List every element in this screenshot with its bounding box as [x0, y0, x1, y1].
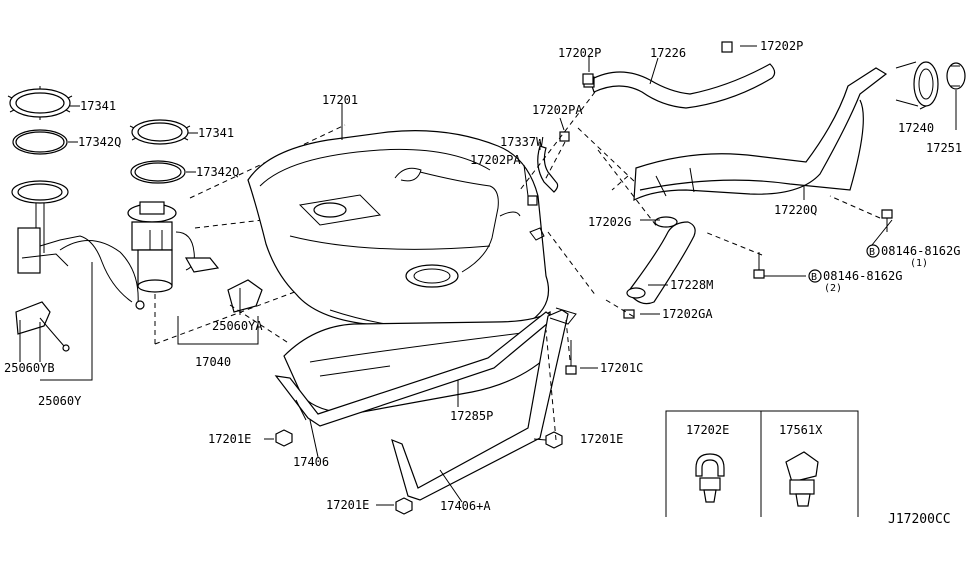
bolt-marker-circle-2 — [808, 269, 822, 283]
label-17561x: 17561X — [779, 423, 823, 437]
filler-neck-17240 — [895, 61, 939, 107]
nut-17201e-b — [545, 431, 563, 449]
label-25060yb: 25060YB — [4, 361, 55, 375]
filler-cap-17251 — [946, 62, 966, 90]
label-17406a: 17406+A — [440, 499, 491, 513]
clamp-17202p-b — [721, 41, 733, 53]
label-17341-b: 17341 — [198, 126, 234, 140]
ring-17341-center — [129, 119, 191, 145]
label-17202g: 17202G — [588, 215, 631, 229]
label-17251: 17251 — [926, 141, 962, 155]
label-17240: 17240 — [898, 121, 934, 135]
label-17226: 17226 — [650, 46, 686, 60]
vent-hose-17337w — [537, 145, 559, 193]
label-25060ya: 25060YA — [212, 319, 263, 333]
label-25060y: 25060Y — [38, 394, 82, 408]
ring-17342q-center — [130, 160, 186, 184]
label-08146-1-qty: (1) — [910, 258, 928, 269]
clamp-17202pa-a — [559, 131, 570, 142]
label-17406: 17406 — [293, 455, 329, 469]
label-17040: 17040 — [195, 355, 231, 369]
bolt-marker-circle-1 — [866, 244, 880, 258]
fuel-level-sender-unit — [11, 180, 145, 310]
clamp-17202pa-b — [527, 195, 538, 206]
clamp-17202p-a — [582, 73, 594, 85]
nut-17201e-a — [275, 429, 293, 447]
label-17202p-b: 17202P — [760, 39, 803, 53]
clamp-17202ga — [623, 309, 635, 319]
filler-tube-17220q — [633, 67, 888, 202]
label-17342q-b: 17342Q — [196, 165, 239, 179]
label-17201: 17201 — [322, 93, 358, 107]
label-08146-2-qty: (2) — [824, 283, 842, 294]
label-17201e-c: 17201E — [326, 498, 369, 512]
clip-17202e — [695, 453, 725, 503]
bolt-17201c — [565, 340, 577, 375]
filler-hose-17228m — [626, 221, 696, 305]
label-17342q-a: 17342Q — [78, 135, 121, 149]
label-17202ga: 17202GA — [662, 307, 713, 321]
label-17201e-a: 17201E — [208, 432, 251, 446]
inset-box — [665, 410, 859, 517]
fuel-pump-module — [127, 201, 220, 293]
label-08146-1: 08146-8162G — [881, 244, 960, 258]
tank-shield-17285p — [283, 310, 553, 414]
bolt-marker-letter-1: B — [869, 247, 875, 258]
pump-bracket-25060yb — [15, 301, 70, 352]
nut-17201e-c — [395, 497, 413, 515]
label-17202e: 17202E — [686, 423, 729, 437]
label-17202p-a: 17202P — [558, 46, 601, 60]
label-17337w: 17337W — [500, 135, 544, 149]
bolt-08146-1 — [881, 209, 893, 232]
label-17201e-b: 17201E — [580, 432, 623, 446]
bolt-marker-letter-2: B — [811, 272, 817, 283]
label-17220q: 17220Q — [774, 203, 817, 217]
label-08146-2: 08146-8162G — [823, 269, 902, 283]
clip-17561x — [785, 451, 819, 507]
label-17202pa-a: 17202PA — [532, 103, 583, 117]
ring-17342q-left — [12, 129, 68, 155]
hose-clamp-17202g — [654, 216, 678, 228]
ring-17341-left — [7, 86, 73, 120]
label-17341-a: 17341 — [80, 99, 116, 113]
label-17202pa-b: 17202PA — [470, 153, 521, 167]
routing-dashes — [519, 91, 881, 441]
diagram-code: J17200CC — [888, 512, 951, 527]
label-17228m: 17228M — [670, 278, 713, 292]
bolt-08146-2 — [753, 252, 765, 279]
leader-lines — [19, 45, 957, 506]
label-17285p: 17285P — [450, 409, 493, 423]
breather-tube-17226 — [583, 63, 776, 109]
pump-bracket-25060ya — [227, 279, 263, 313]
tank-band-17406a — [391, 307, 577, 501]
label-17201c: 17201C — [600, 361, 643, 375]
